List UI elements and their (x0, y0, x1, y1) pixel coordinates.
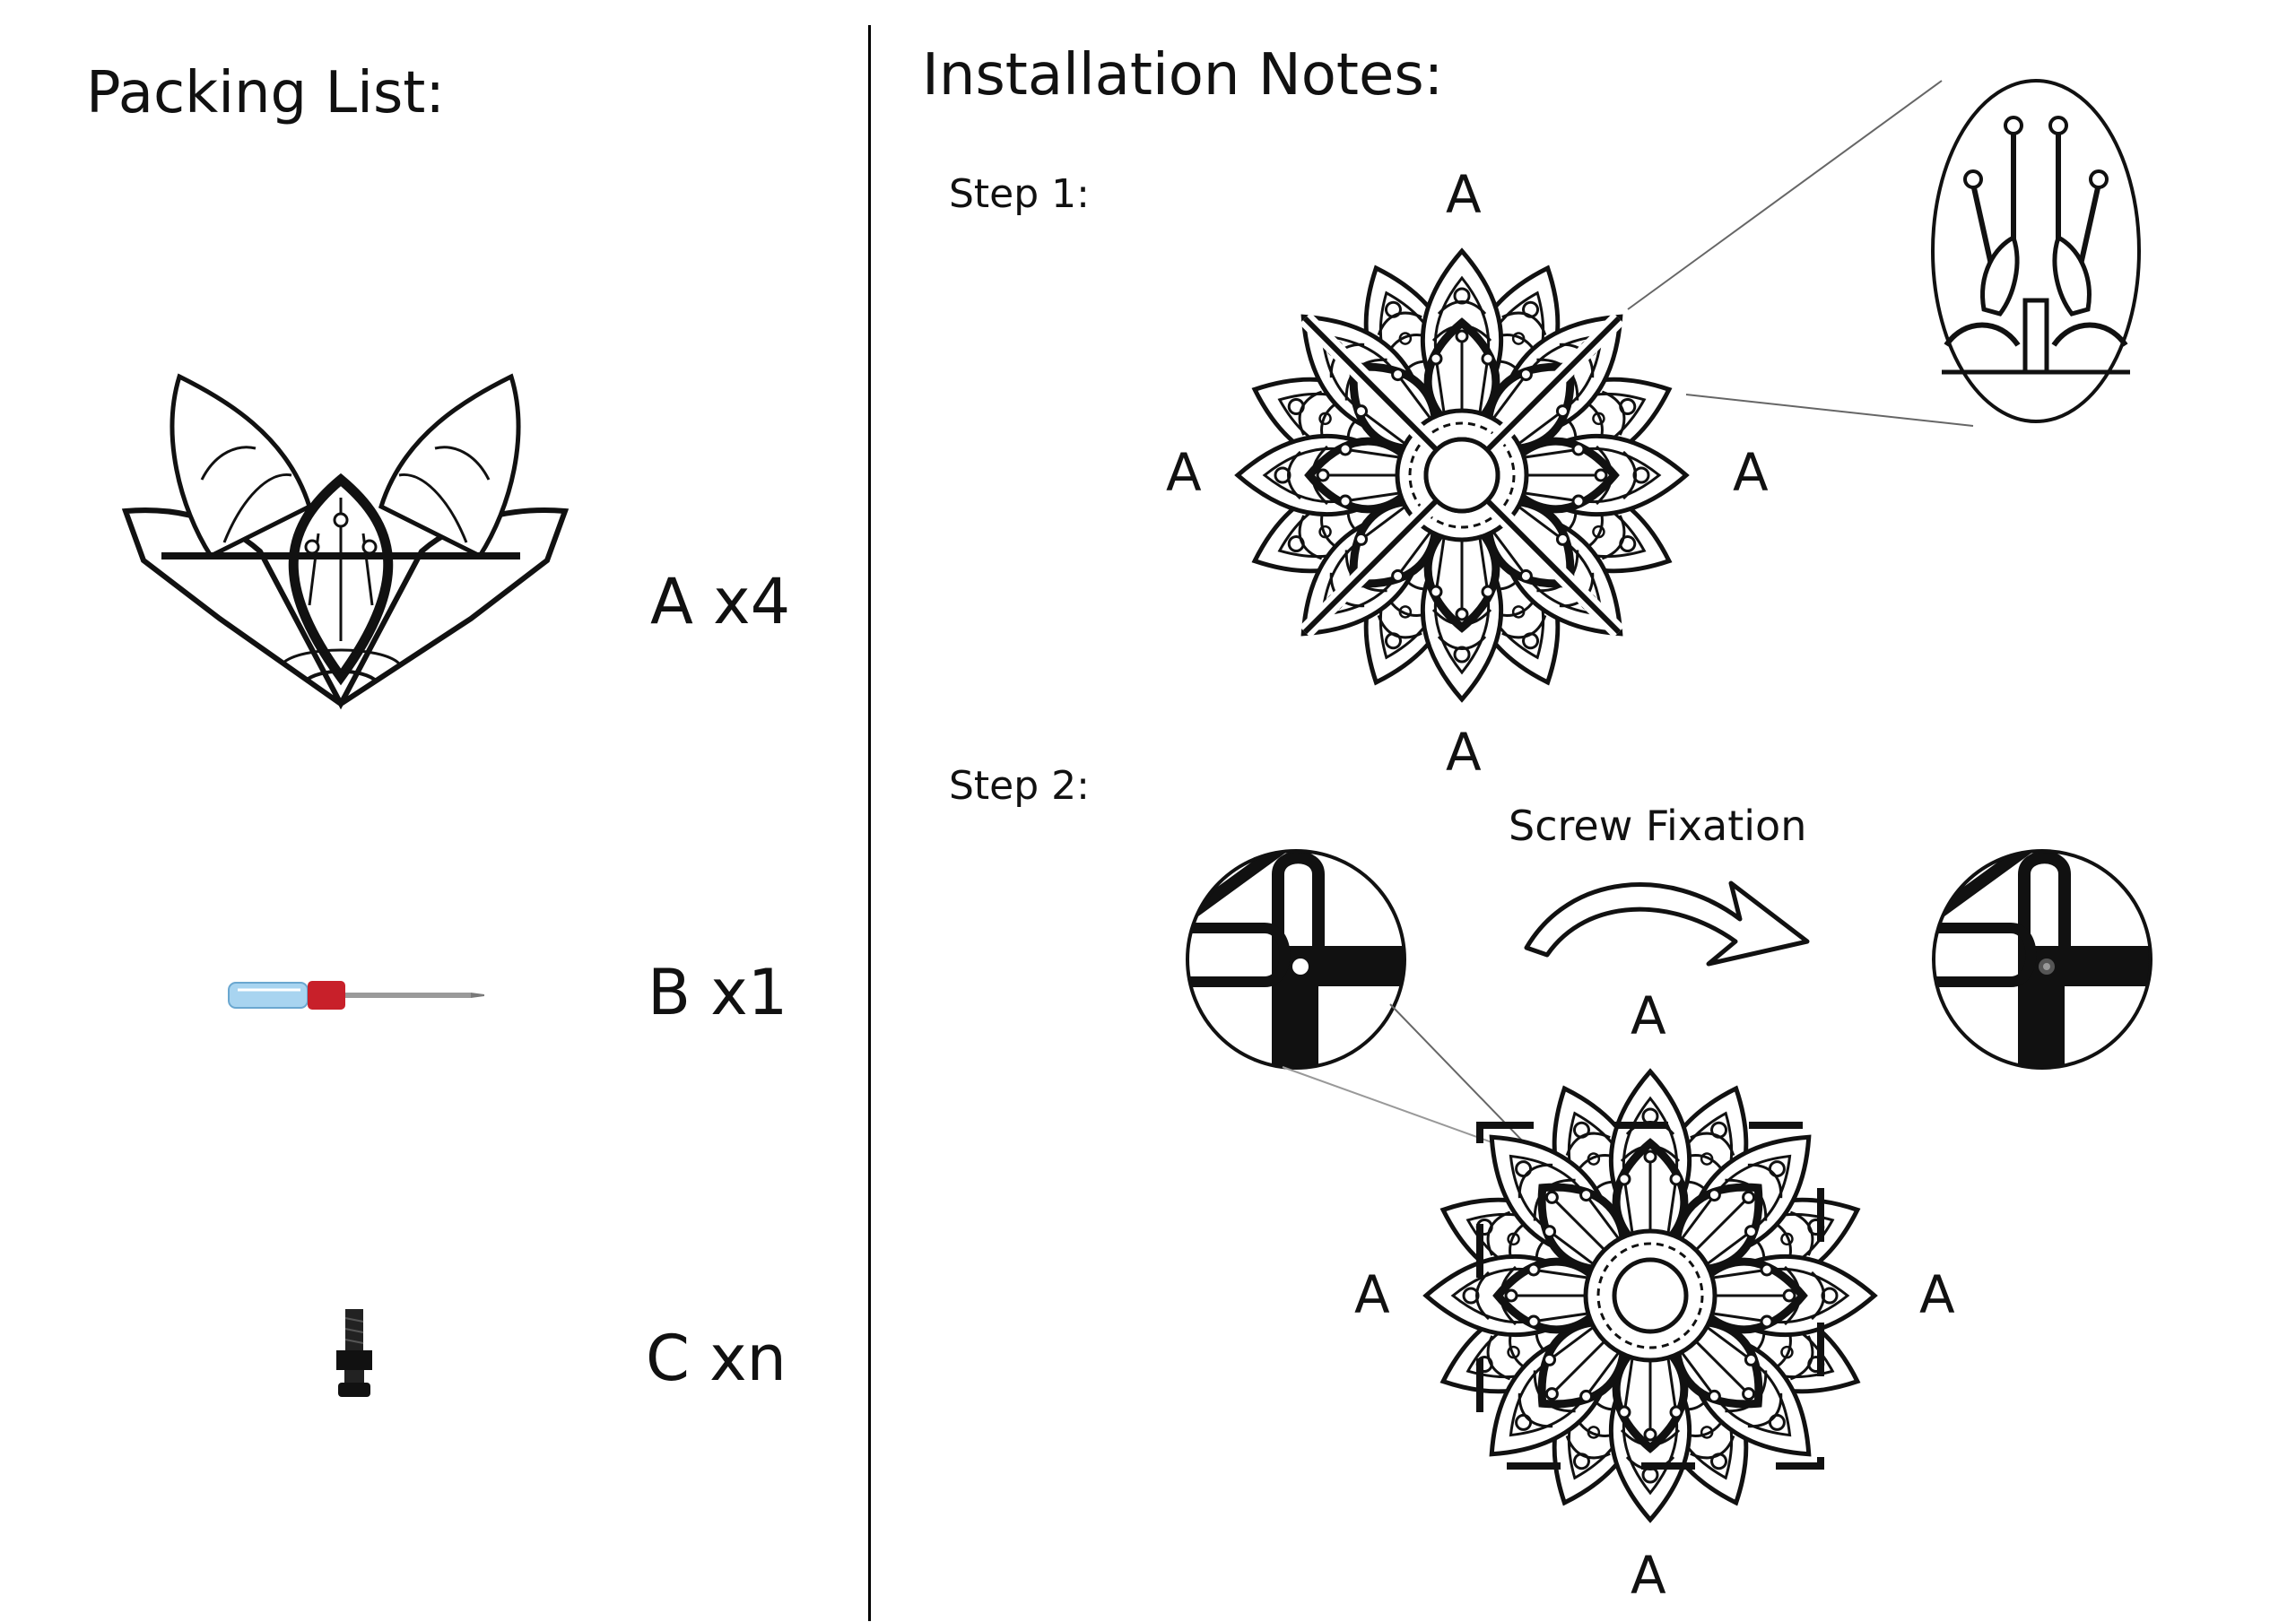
mandala-quarter-icon (121, 373, 570, 710)
step1-zoom-callout (1627, 79, 2141, 427)
step-2-label: Step 2: (949, 763, 1090, 809)
step2-mandala-diagram (1372, 1018, 1928, 1574)
step-1-label: Step 1: (949, 171, 1090, 217)
zoom-after-circle (1932, 849, 2152, 1070)
item-label-c: C xn (646, 1322, 787, 1395)
column-divider (868, 25, 871, 1621)
step1-part-label-left: A (1166, 442, 1202, 503)
step2-part-label-right: A (1919, 1264, 1955, 1325)
step1-part-label-bottom: A (1446, 722, 1482, 783)
screw-icon (336, 1309, 372, 1397)
step2-part-label-bottom: A (1631, 1545, 1666, 1606)
step2-part-label-top: A (1631, 985, 1666, 1046)
item-label-a: A x4 (650, 565, 791, 638)
step1-part-label-right: A (1733, 442, 1769, 503)
installation-title: Installation Notes: (922, 42, 1444, 108)
step1-part-label-top: A (1446, 164, 1482, 225)
step2-callout-lines (1282, 1003, 1526, 1149)
step2-part-label-left: A (1354, 1264, 1390, 1325)
step1-mandala-diagram (1184, 197, 1740, 753)
zoom-before-circle (1186, 849, 1406, 1070)
screw-fixation-label: Screw Fixation (1509, 802, 1807, 850)
screwdriver-icon (228, 981, 484, 1010)
curved-arrow-icon (1524, 880, 1810, 967)
packing-list-title: Packing List: (86, 60, 445, 126)
item-label-b: B x1 (648, 956, 788, 1029)
